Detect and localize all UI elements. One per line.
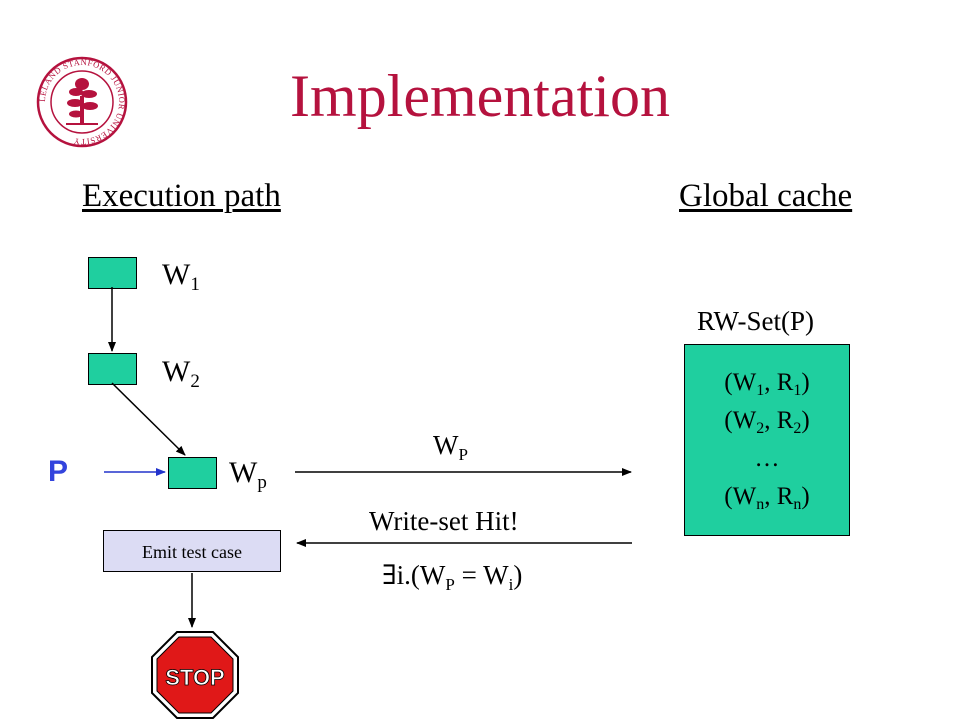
stop-sign-icon: STOP [151, 631, 239, 719]
wp-node [168, 457, 217, 489]
cache-entry: (Wn, Rn) [724, 483, 810, 513]
p-label: P [48, 455, 69, 488]
wp-query-label: WP [433, 430, 468, 464]
w1-label: W1 [162, 258, 200, 295]
wp-label: Wp [229, 456, 267, 493]
w2-label: W2 [162, 355, 200, 392]
svg-text:STOP: STOP [165, 665, 225, 690]
global-cache-heading: Global cache [679, 178, 853, 214]
slide-title: Implementation [290, 63, 670, 129]
cache-ellipsis: … [754, 445, 780, 472]
exists-condition-label: ∃i.(WP = Wi) [382, 560, 523, 594]
write-set-hit-label: Write-set Hit! [369, 506, 519, 536]
emit-test-case-box: Emit test case [103, 530, 281, 572]
cache-entry: (W2, R2) [724, 407, 810, 437]
w2-to-wp-arrow [111, 382, 186, 456]
stanford-seal-logo: LELAND STANFORD JUNIOR UNIVERSITY [36, 56, 128, 148]
rw-set-box: (W1, R1) (W2, R2) … (Wn, Rn) [684, 344, 850, 536]
rw-set-label: RW-Set(P) [697, 306, 815, 336]
cache-entry: (W1, R1) [724, 369, 810, 399]
execution-path-heading: Execution path [82, 178, 281, 214]
